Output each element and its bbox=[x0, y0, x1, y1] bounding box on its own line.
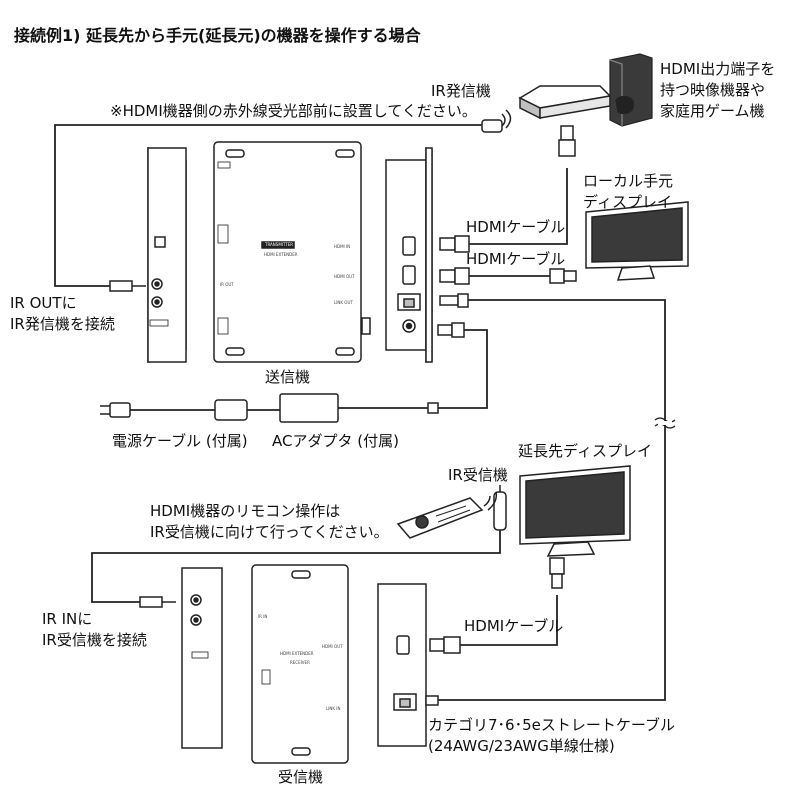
tx-port-hdmi-in-marking: HDMI IN bbox=[334, 244, 350, 249]
ir-receiver-label: IR受信機 bbox=[448, 466, 508, 484]
transmitter-top bbox=[213, 141, 362, 363]
receiver-top bbox=[251, 564, 349, 764]
transmitter-right-side bbox=[361, 146, 433, 364]
remote-control bbox=[396, 491, 498, 539]
lan-plug-rx bbox=[425, 695, 439, 706]
hdmi-cable-source bbox=[455, 168, 568, 245]
ac-adapter bbox=[279, 393, 439, 423]
rx-port-ir-marking: IR IN bbox=[258, 614, 267, 619]
receiver-right-side bbox=[377, 583, 427, 747]
emitter-placement-note: ※HDMI機器側の赤外線受光部前に設置してください。 bbox=[110, 102, 477, 120]
receiver-left-side bbox=[181, 567, 223, 749]
lan-cable bbox=[438, 299, 666, 701]
source-label-line2: 持つ映像機器や bbox=[660, 81, 766, 99]
power-connector bbox=[214, 399, 248, 421]
ac-adapter-cable-right bbox=[338, 329, 488, 409]
ir-in-plug bbox=[139, 596, 176, 608]
transmitter-label: 送信機 bbox=[265, 368, 311, 386]
source-label-line3: 家庭用ゲーム機 bbox=[660, 102, 765, 120]
hdmi-plug-2 bbox=[439, 267, 470, 285]
ac-adapter-label: ACアダプタ (付属) bbox=[272, 432, 399, 450]
rx-model-marking: RECEIVER bbox=[290, 660, 310, 665]
hdmi-cable-label-3: HDMIケーブル bbox=[464, 617, 564, 635]
power-plug bbox=[100, 402, 131, 418]
hdmi-plug-remote-display bbox=[549, 557, 565, 589]
tx-port-ir-marking: IR OUT bbox=[220, 282, 234, 287]
hdmi-cable-label-1: HDMIケーブル bbox=[466, 218, 566, 236]
transmitter-left-side bbox=[147, 146, 187, 364]
lan-cable-label-line2: (24AWG/23AWG単線仕様) bbox=[428, 737, 615, 755]
dc-plug-tx bbox=[437, 322, 465, 338]
ir-in-label-line1: IR INに bbox=[42, 610, 93, 628]
ir-emitter bbox=[481, 109, 512, 133]
cable-break-mark bbox=[654, 417, 676, 429]
ir-out-label-line2: IR発信機を接続 bbox=[10, 315, 115, 333]
hdmi-plug-source bbox=[558, 125, 576, 157]
rx-top-marking: HDMI EXTENDER bbox=[280, 651, 314, 656]
ir-out-label-line1: IR OUTに bbox=[10, 294, 77, 312]
tx-port-hdmi-out-marking: HDMI OUT bbox=[334, 274, 355, 279]
ir-receiver bbox=[493, 485, 507, 531]
hdmi-cable-label-2: HDMIケーブル bbox=[466, 250, 566, 268]
ir-out-plug bbox=[109, 280, 146, 292]
game-console bbox=[609, 53, 653, 127]
source-player bbox=[518, 85, 612, 120]
ir-in-label-line2: IR受信機を接続 bbox=[42, 631, 147, 649]
hdmi-cable-remote-display bbox=[460, 595, 558, 646]
local-display-label-line2: ディスプレイ bbox=[583, 193, 672, 211]
ir-emitter-label: IR発信機 bbox=[431, 82, 491, 100]
tx-model-marking: TRANSMITTER bbox=[264, 242, 293, 247]
lan-cable-label-line1: カテゴリ7･6･5eストレートケーブル bbox=[428, 716, 675, 734]
tx-port-link-marking: LINK OUT bbox=[334, 300, 353, 305]
hdmi-plug-receiver bbox=[429, 636, 461, 654]
remote-note-line1: HDMI機器のリモコン操作は bbox=[150, 502, 341, 520]
lan-plug-tx bbox=[439, 293, 469, 308]
remote-display-label: 延長先ディスプレイ bbox=[518, 442, 652, 460]
diagram-title: 接続例1) 延長先から手元(延長元)の機器を操作する場合 bbox=[14, 26, 421, 45]
local-display-label-line1: ローカル手元 bbox=[583, 172, 674, 190]
rx-port-link-marking: LINK IN bbox=[326, 706, 340, 711]
hdmi-plug-1 bbox=[439, 235, 470, 253]
receiver-label: 受信機 bbox=[278, 768, 324, 786]
power-cable-label: 電源ケーブル (付属) bbox=[112, 432, 248, 450]
remote-note-line2: IR受信機に向けて行ってください。 bbox=[150, 523, 389, 541]
source-label-line1: HDMI出力端子を bbox=[660, 60, 776, 78]
hdmi-plug-local-display bbox=[549, 268, 577, 284]
local-display bbox=[585, 201, 689, 281]
ir-emitter-cable bbox=[54, 124, 482, 287]
remote-display bbox=[519, 465, 631, 557]
rx-port-hdmi-marking: HDMI OUT bbox=[322, 644, 343, 649]
ir-receiver-cable bbox=[91, 530, 501, 603]
tx-top-marking: HDMI EXTENDER bbox=[264, 252, 298, 257]
